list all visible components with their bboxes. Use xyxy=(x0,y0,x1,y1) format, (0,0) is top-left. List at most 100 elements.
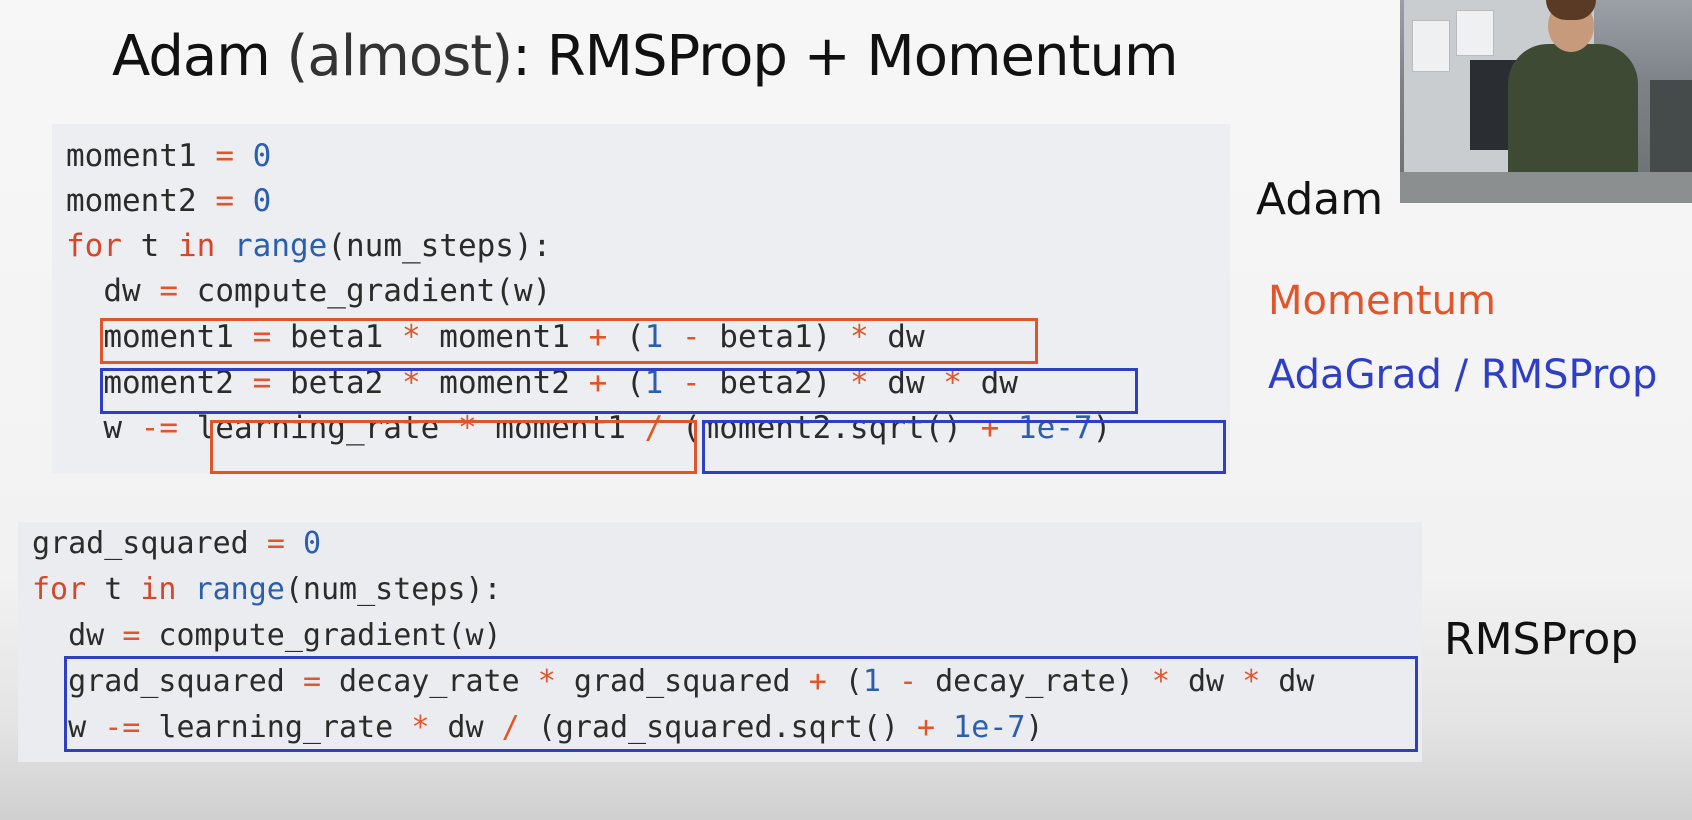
adam-code-block: moment1 = 0 moment2 = 0 for t in range(n… xyxy=(52,124,1230,474)
adam-code-line: moment2 = beta2 * moment2 + (1 - beta2) … xyxy=(66,363,1018,403)
operator-token: / xyxy=(501,710,520,745)
number-token: 1 xyxy=(862,664,881,699)
code-token: decay_rate xyxy=(321,664,538,699)
code-token: moment2 xyxy=(66,183,216,219)
code-token: dw xyxy=(66,273,160,309)
operator-token: * xyxy=(1242,664,1261,699)
code-token: dw xyxy=(961,365,1018,401)
rmsprop-code-line: dw = compute_gradient(w) xyxy=(32,616,502,656)
operator-token: + xyxy=(980,410,1000,446)
operator-token: * xyxy=(401,319,421,355)
code-token: (num_steps): xyxy=(327,228,552,264)
operator-token: -= xyxy=(140,410,178,446)
operator-token: = xyxy=(302,664,321,699)
code-token: decay_rate) xyxy=(917,664,1152,699)
operator-token: + xyxy=(917,710,936,745)
operator-token: = xyxy=(122,618,141,653)
code-token: dw xyxy=(868,365,944,401)
adagrad-rmsprop-label: AdaGrad / RMSProp xyxy=(1268,352,1658,398)
code-token: learning_rate xyxy=(177,410,458,446)
operator-token: * xyxy=(849,365,869,401)
code-token xyxy=(234,183,253,219)
number-token: 0 xyxy=(252,183,272,219)
number-token: 1 xyxy=(644,365,664,401)
rmsprop-update-highlight-box xyxy=(64,656,1418,752)
operator-token: -= xyxy=(104,710,141,745)
number-token: 0 xyxy=(252,138,272,174)
operator-token: / xyxy=(644,410,664,446)
code-token: grad_squared xyxy=(32,526,267,561)
number-token: 1e-7 xyxy=(953,710,1026,745)
code-token: compute_gradient(w) xyxy=(140,618,502,653)
rmsprop-code-line: grad_squared = decay_rate * grad_squared… xyxy=(32,662,1314,702)
operator-token: + xyxy=(808,664,827,699)
code-token: dw xyxy=(429,710,502,745)
code-token: ( xyxy=(826,664,863,699)
slide-title-rest: : RMSProp + Momentum xyxy=(512,24,1178,89)
adam-code-line: dw = compute_gradient(w) xyxy=(66,271,551,311)
momentum-label: Momentum xyxy=(1268,278,1496,324)
code-token: grad_squared xyxy=(32,664,303,699)
code-token xyxy=(177,572,195,607)
rmsprop-label: RMSProp xyxy=(1444,614,1639,665)
operator-token: = xyxy=(159,273,178,309)
desk xyxy=(1400,172,1692,203)
code-token: moment1 xyxy=(66,319,253,355)
operator-token: = xyxy=(215,183,234,219)
rmsprop-code-line: for t in range(num_steps): xyxy=(32,570,502,610)
code-token: t xyxy=(86,572,141,607)
presenter-hair xyxy=(1546,0,1596,20)
adam-code-line: for t in range(num_steps): xyxy=(66,226,551,266)
presenter-video-thumbnail xyxy=(1400,0,1692,203)
number-token: 1e-7 xyxy=(1017,410,1093,446)
code-token: compute_gradient(w) xyxy=(178,273,552,309)
builtin-token: range xyxy=(234,228,328,264)
builtin-token: range xyxy=(194,572,285,607)
code-token: dw xyxy=(1169,664,1243,699)
code-token: ) xyxy=(1025,710,1044,745)
slide-title-main: Adam xyxy=(112,24,271,89)
code-token: w xyxy=(32,710,105,745)
code-token: ( xyxy=(607,319,645,355)
operator-token: = xyxy=(266,526,285,561)
number-token: 0 xyxy=(302,526,321,561)
code-token: beta1 xyxy=(271,319,402,355)
operator-token: * xyxy=(401,365,421,401)
posted-paper xyxy=(1412,20,1450,72)
code-token: t xyxy=(122,228,178,264)
operator-token: * xyxy=(943,365,962,401)
code-token: ) xyxy=(1092,410,1112,446)
operator-token: * xyxy=(457,410,477,446)
slide-title-paren: (almost) xyxy=(269,24,514,89)
code-token: beta2) xyxy=(700,365,850,401)
keyword-token: for xyxy=(32,572,87,607)
code-token: grad_squared xyxy=(555,664,809,699)
keyword-token: in xyxy=(178,228,216,264)
code-token: (num_steps): xyxy=(284,572,502,607)
code-token: moment1 xyxy=(420,319,589,355)
rmsprop-code-line: w -= learning_rate * dw / (grad_squared.… xyxy=(32,708,1043,748)
operator-token: = xyxy=(252,319,272,355)
operator-token: - xyxy=(681,319,701,355)
code-token: dw xyxy=(32,618,123,653)
operator-token: * xyxy=(411,710,430,745)
operator-token: * xyxy=(1151,664,1170,699)
slide-title: Adam (almost): RMSProp + Momentum xyxy=(112,24,1179,89)
number-token: 1 xyxy=(644,319,664,355)
adam-code-line: moment1 = beta1 * moment1 + (1 - beta1) … xyxy=(66,317,924,357)
keyword-token: in xyxy=(140,572,177,607)
code-token xyxy=(285,526,303,561)
operator-token: = xyxy=(215,138,234,174)
adam-code-line: moment2 = 0 xyxy=(66,181,271,221)
shelf xyxy=(1650,80,1692,180)
adam-code-line: moment1 = 0 xyxy=(66,136,271,176)
operator-token: * xyxy=(849,319,869,355)
adam-code-line: w -= learning_rate * moment1 / (moment2.… xyxy=(66,408,1111,448)
operator-token: * xyxy=(537,664,556,699)
code-token: dw xyxy=(1260,664,1315,699)
adam-label: Adam xyxy=(1256,174,1384,225)
code-token: (grad_squared.sqrt() xyxy=(519,710,918,745)
code-token: beta2 xyxy=(271,365,402,401)
code-token: ( xyxy=(607,365,645,401)
momentum-highlight-box xyxy=(100,318,1038,364)
